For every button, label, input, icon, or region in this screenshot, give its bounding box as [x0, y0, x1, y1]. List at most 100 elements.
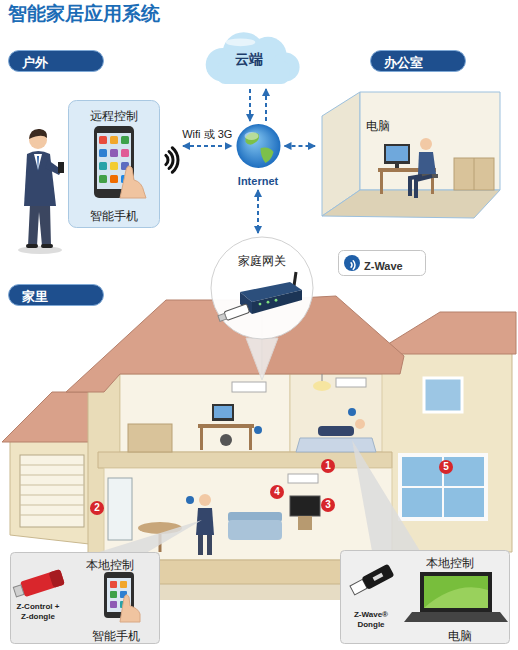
hand [120, 166, 146, 198]
node-text: 电脑 [366, 119, 390, 133]
status-light [259, 303, 262, 306]
callout-slot: 5 [439, 460, 453, 474]
house-rect [288, 474, 318, 483]
node-text: 智能手机 [90, 209, 138, 223]
app-icon [110, 149, 118, 157]
house-line [322, 374, 323, 382]
callout-number: 5 [439, 460, 453, 474]
callout-number: 2 [90, 501, 104, 515]
dashed-connector [183, 145, 232, 147]
node-text: 云端 [235, 51, 263, 68]
section-tab: 办公室 [370, 50, 466, 72]
gateway-front [252, 290, 302, 314]
office-room: 电脑 [318, 82, 504, 222]
wave-arc [172, 148, 178, 173]
globe-highlight [244, 132, 258, 140]
house-rect [400, 455, 486, 519]
local-control-panel: 本地控制 Z-Control + Z-dongle 智能手机 [10, 552, 160, 644]
signal-beam-polygon [352, 440, 420, 551]
house-circle [355, 419, 365, 429]
dashed-connector [257, 190, 259, 233]
house-rect [336, 378, 366, 387]
remote-control-panel: 远程控制智能手机 [68, 100, 180, 228]
app-icon [110, 601, 117, 608]
house-circle [220, 434, 232, 446]
panel-box [69, 101, 160, 228]
usb-stick [217, 304, 249, 323]
app-icon [121, 136, 129, 144]
outdoor-person [18, 129, 64, 254]
house-circle [254, 426, 262, 434]
status-light [267, 301, 270, 304]
badge-box [339, 251, 426, 276]
signal-beam [96, 338, 420, 553]
text-slot: 本地控制 [70, 555, 150, 573]
house-circle [186, 496, 194, 504]
status-light [275, 299, 278, 302]
app-icon [110, 591, 117, 598]
dashed-connector [265, 89, 267, 121]
text-slot: Z-Wave® Dongle [342, 610, 400, 631]
continent [245, 133, 259, 145]
cabinet [454, 158, 494, 190]
text-slot: Z-Control + Z-dongle [12, 602, 64, 623]
house-rect [232, 382, 266, 392]
house-rect [249, 428, 252, 450]
cabinet-line [474, 158, 475, 190]
node-text: 家里 [22, 289, 48, 305]
house-polygon [98, 452, 392, 468]
node-text: Z-Control + Z-dongle [12, 602, 64, 621]
text-slot: 户外 [22, 53, 48, 71]
node-shape [340, 550, 510, 644]
node-text: 户外 [22, 55, 48, 71]
app-icon [110, 162, 118, 170]
text-slot: 智能手机 [76, 626, 156, 644]
house-rect [198, 424, 254, 428]
house-rect [318, 426, 354, 436]
outdoor-person-path [37, 156, 39, 172]
text-slot: 家里 [22, 287, 48, 305]
node-text: Z-Wave® Dongle [342, 610, 400, 629]
text-slot: 电脑 [410, 626, 510, 644]
dongle-logo [373, 573, 384, 581]
monitor-stand [395, 164, 399, 168]
outdoor-person-rect [26, 244, 38, 248]
house-circle [348, 408, 356, 416]
house-rect [200, 428, 203, 450]
house-rect [290, 374, 382, 452]
node-text: Z-Wave [364, 260, 403, 273]
desk-leg [380, 172, 383, 194]
house-rect [108, 478, 132, 540]
app-icon [99, 149, 107, 157]
node-text: 家庭网关 [238, 254, 286, 268]
laptop-base [404, 612, 508, 622]
house-rect [424, 378, 462, 412]
callout-slot: 1 [321, 459, 335, 473]
house-rect [212, 404, 234, 421]
callout-slot: 4 [270, 485, 284, 499]
wave-arc [353, 261, 355, 269]
outdoor-person-rect [58, 162, 64, 173]
callout-slot: 3 [321, 498, 335, 512]
diagram-title: 智能家居应用系统 [8, 3, 160, 26]
dongle-cap [49, 569, 65, 588]
text-slot: Z-Wave [364, 256, 403, 274]
tab-band [371, 51, 466, 72]
callout-slot: 2 [90, 501, 104, 515]
outdoor-person-ellipse [18, 246, 62, 254]
laptop-screen [420, 572, 492, 612]
laptop-display [424, 576, 488, 608]
section-tab: 家里 [8, 284, 104, 306]
usb-body [224, 304, 250, 321]
house-ellipse [313, 381, 331, 391]
dashed-connector [285, 145, 316, 147]
outdoor-person-rect [41, 244, 53, 248]
badge-logo [344, 255, 360, 271]
house-rect [207, 535, 212, 555]
node-text: 本地控制 [86, 558, 134, 572]
monitor [384, 144, 410, 164]
edge-label: Wifi 或 3G [180, 128, 234, 141]
text-slot: 家庭网关 [210, 251, 314, 269]
